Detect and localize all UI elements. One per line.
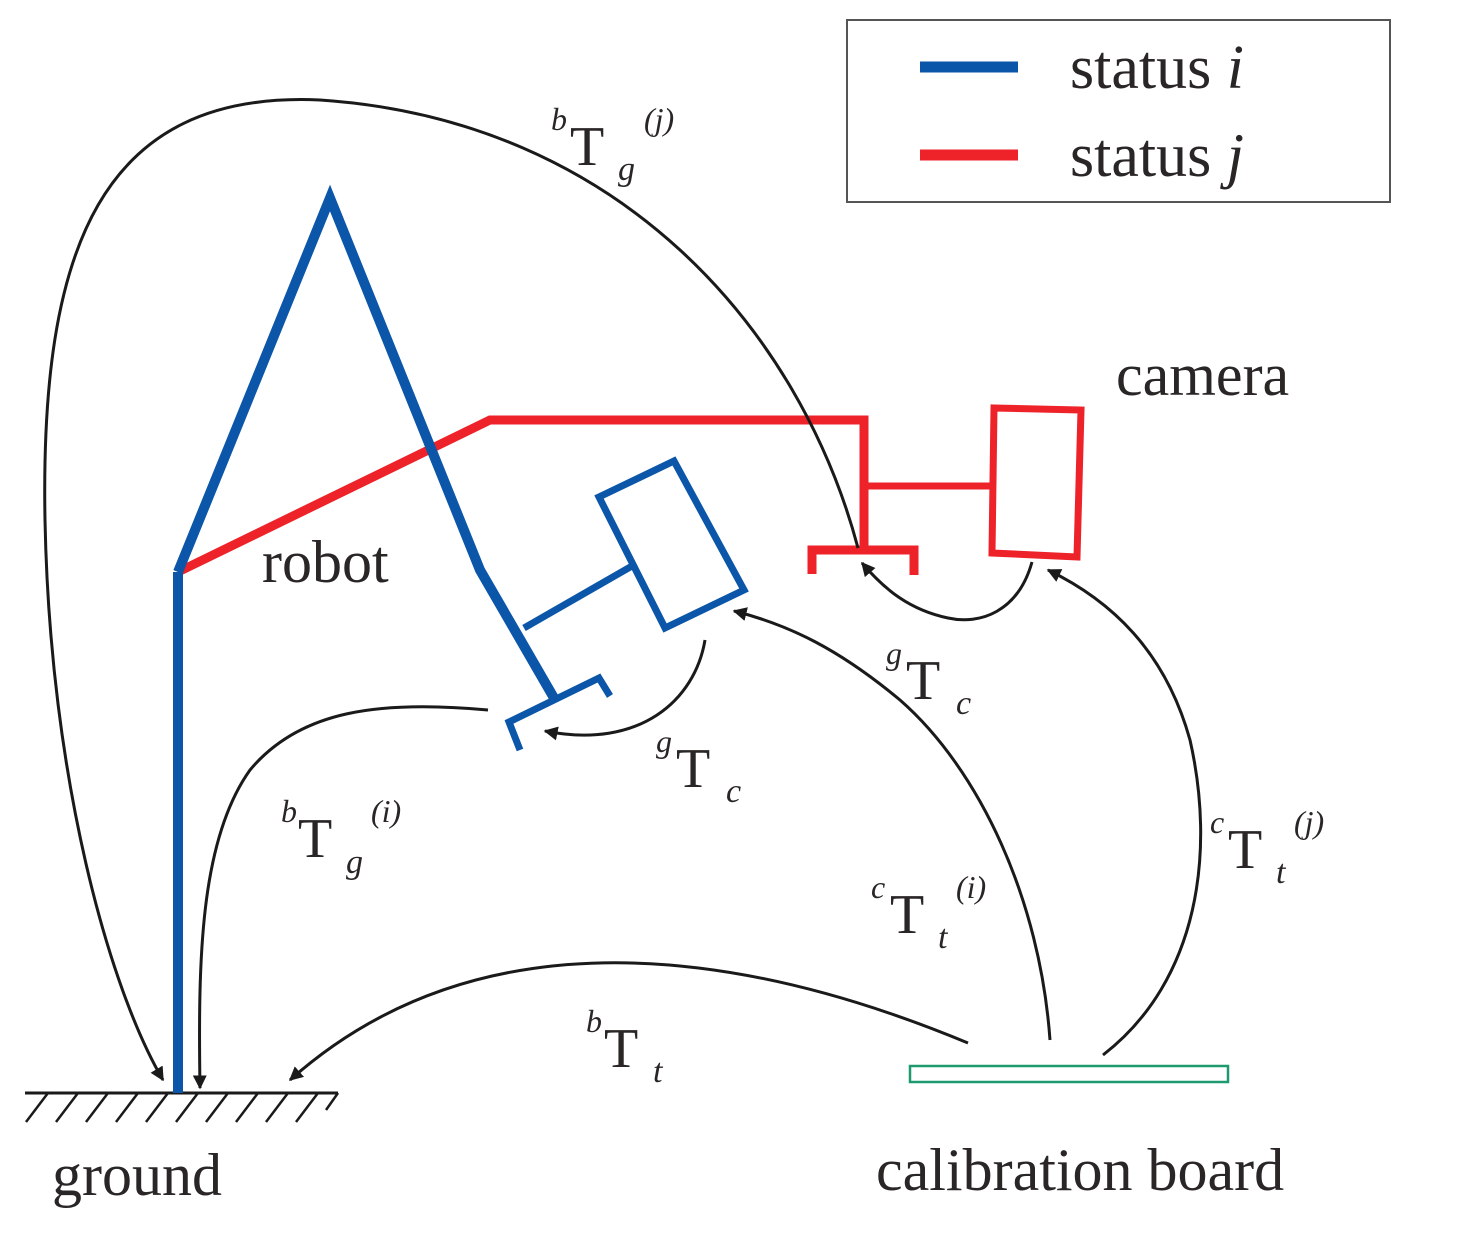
- arrow-gTc-j: [860, 561, 1034, 622]
- label-prefix: c: [871, 869, 885, 905]
- gripper-status-j: [807, 545, 919, 575]
- arrow-cTt-i: [732, 607, 1052, 1041]
- label-prefix: c: [1210, 804, 1224, 840]
- label-main: T: [890, 884, 924, 946]
- label-prefix: b: [281, 793, 297, 829]
- robot-label: robot: [262, 529, 389, 595]
- label-main: T: [676, 738, 710, 800]
- transform-label-bTg-j: b T (j) g: [551, 101, 674, 188]
- transform-label-bTg-i: b T (i) g: [281, 793, 401, 881]
- label-subscript: t: [938, 919, 949, 956]
- arrow-cTt-j: [1046, 568, 1203, 1057]
- transform-arrows: [43, 98, 1203, 1090]
- legend-box: [846, 19, 1391, 203]
- robot-arm-status-i: [173, 184, 559, 701]
- robot-status-j: [176, 404, 1085, 577]
- camera-label: camera: [1116, 342, 1289, 408]
- camera-status-i: [594, 456, 749, 633]
- label-superscript: (j): [1294, 804, 1324, 840]
- label-prefix: g: [886, 635, 902, 671]
- label-prefix: g: [656, 723, 672, 759]
- transform-label-gTc-j: g T c: [886, 635, 971, 722]
- transform-label-gTc-i: g T c: [656, 723, 741, 810]
- label-subscript: g: [618, 151, 635, 188]
- arrow-bTg-j: [43, 98, 860, 1082]
- label-main: T: [604, 1018, 638, 1080]
- label-main: T: [1228, 819, 1262, 881]
- arrow-gTc-i: [543, 639, 707, 741]
- robot-status-i: [173, 184, 749, 1093]
- label-subscript: c: [956, 685, 971, 722]
- legend-label-status-j: status j: [1070, 122, 1244, 190]
- arrow-bTg-i: [192, 705, 489, 1090]
- ground-label: ground: [52, 1142, 222, 1208]
- calibration-board-label: calibration board: [876, 1137, 1284, 1203]
- label-prefix: b: [551, 101, 567, 137]
- arrow-bTt: [288, 961, 969, 1082]
- label-superscript: (j): [644, 101, 674, 137]
- label-subscript: t: [1276, 854, 1287, 891]
- transform-label-cTt-i: c T (i) t: [871, 869, 986, 956]
- calibration-board: [908, 1064, 1230, 1084]
- label-main: T: [906, 650, 940, 712]
- label-subscript: t: [653, 1053, 664, 1090]
- label-superscript: (i): [371, 793, 401, 829]
- camera-mount-status-i: [522, 562, 634, 632]
- transform-label-cTt-j: c T (j) t: [1210, 804, 1324, 891]
- ground-symbol: [25, 1091, 340, 1123]
- label-superscript: (i): [956, 869, 986, 905]
- legend-label-status-i: status i: [1070, 34, 1244, 102]
- label-prefix: b: [586, 1003, 602, 1039]
- label-main: T: [298, 808, 332, 870]
- camera-status-j: [988, 404, 1085, 561]
- gripper-status-i: [504, 673, 613, 752]
- label-subscript: g: [346, 844, 363, 881]
- legend: status i status j: [846, 19, 1391, 203]
- label-main: T: [570, 116, 604, 178]
- label-subscript: c: [726, 773, 741, 810]
- transform-label-bTt: b T t: [586, 1003, 664, 1090]
